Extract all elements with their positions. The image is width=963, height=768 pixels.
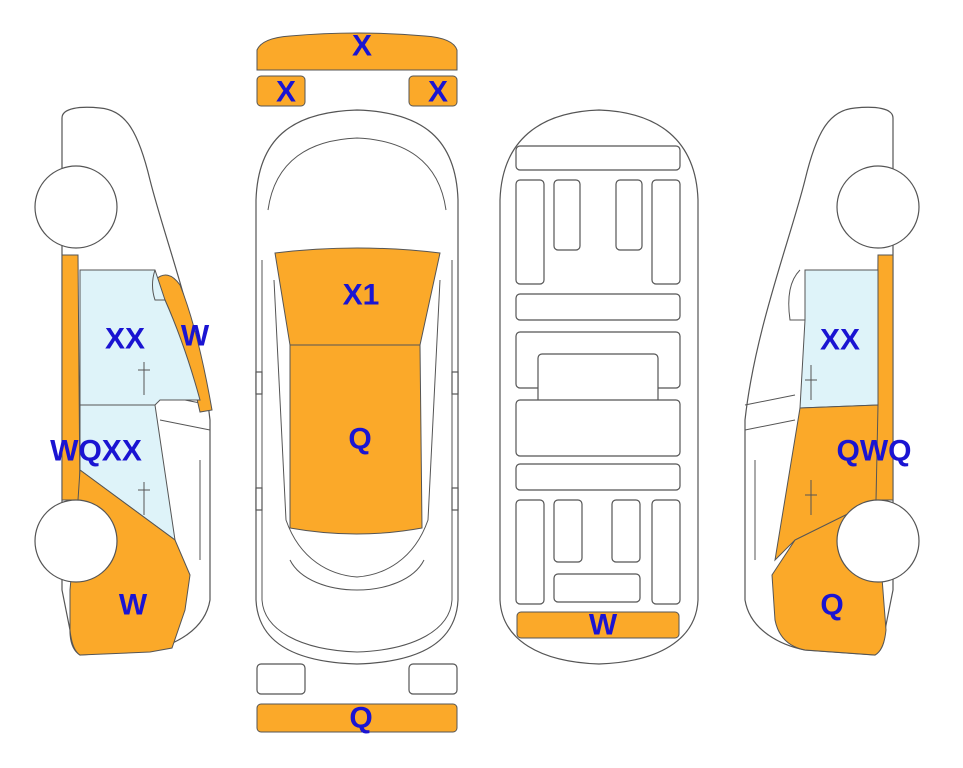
right-taillight [408, 663, 458, 695]
right-rear-wheel [836, 499, 920, 583]
right-door-handles [805, 365, 817, 515]
right-headlight[interactable] [408, 75, 458, 107]
hood-code: X1 [343, 279, 380, 312]
left-door-handles [138, 362, 150, 515]
right-rear-fender-code: Q [820, 589, 843, 622]
roof-code: Q [348, 423, 371, 456]
roof[interactable] [289, 344, 423, 535]
left-door-code: WQXX [50, 435, 142, 468]
right-front-wheel [836, 165, 920, 249]
left-a-pillar-code: W [181, 320, 210, 353]
left-taillight [256, 663, 306, 695]
hood[interactable] [274, 247, 441, 346]
left-rear-wheel [34, 499, 118, 583]
rear-bumper[interactable] [256, 703, 458, 733]
left-headlight-code: X [276, 76, 296, 109]
left-front-window[interactable] [79, 269, 201, 406]
car-underbody-view [499, 109, 699, 665]
right-headlight-code: X [428, 76, 448, 109]
left-front-wheel [34, 165, 118, 249]
right-door-code: QWQ [837, 435, 912, 468]
front-bumper[interactable] [256, 32, 458, 71]
right-window-code: XX [820, 324, 860, 357]
rear-bumper-code: Q [349, 702, 372, 735]
front-bumper-code: X [352, 30, 372, 63]
left-rear-fender-code: W [119, 589, 148, 622]
left-headlight[interactable] [256, 75, 306, 107]
trunk-floor-code: W [589, 609, 618, 642]
left-front-window-code: XX [105, 323, 145, 356]
trunk-floor[interactable] [516, 611, 680, 639]
